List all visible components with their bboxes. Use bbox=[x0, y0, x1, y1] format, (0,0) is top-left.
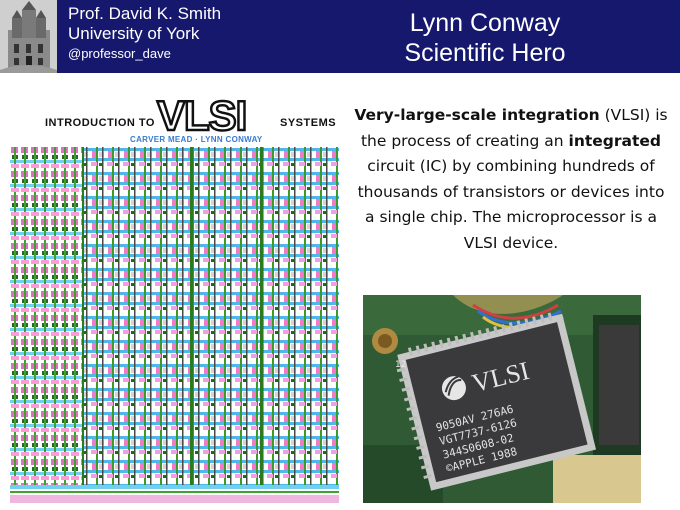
book-intro-text: INTRODUCTION TO bbox=[45, 117, 155, 129]
description-text-1: (VLSI) is the process of creating an bbox=[360, 106, 668, 150]
book-authors: CARVER MEAD · LYNN CONWAY bbox=[130, 135, 263, 144]
vlsi-chip-photo: VLSI 9050AV 276A6 VGT7737-6126 344S0608-… bbox=[363, 295, 641, 503]
vlsi-description: Very-large-scale integration (VLSI) is t… bbox=[352, 103, 670, 256]
book-systems-text: SYSTEMS bbox=[280, 117, 337, 129]
book-big-title: VLSI bbox=[156, 92, 249, 139]
author-handle: @professor_dave bbox=[68, 46, 171, 61]
description-term: Very-large-scale integration bbox=[354, 106, 600, 124]
university-logo bbox=[0, 0, 57, 73]
author-institution: University of York bbox=[68, 24, 200, 43]
slide-title: Lynn Conway Scientific Hero bbox=[360, 8, 610, 68]
author-name: Prof. David K. Smith bbox=[68, 4, 222, 23]
description-text-2: circuit (IC) by combining hundreds of th… bbox=[357, 157, 665, 252]
slide-title-line-2: Scientific Hero bbox=[404, 39, 566, 67]
book-cover-image: INTRODUCTION TO VLSI SYSTEMS CARVER MEAD… bbox=[10, 90, 339, 503]
book-cover-title: INTRODUCTION TO VLSI SYSTEMS bbox=[10, 92, 339, 139]
chip-pin-label: 12 bbox=[395, 360, 406, 370]
author-block: Prof. David K. Smith University of York … bbox=[68, 4, 221, 64]
slide-title-line-1: Lynn Conway bbox=[409, 9, 561, 37]
slide-header: Prof. David K. Smith University of York … bbox=[0, 0, 680, 73]
chip-layout-artwork bbox=[10, 145, 339, 503]
description-integrated: integrated bbox=[568, 131, 662, 150]
